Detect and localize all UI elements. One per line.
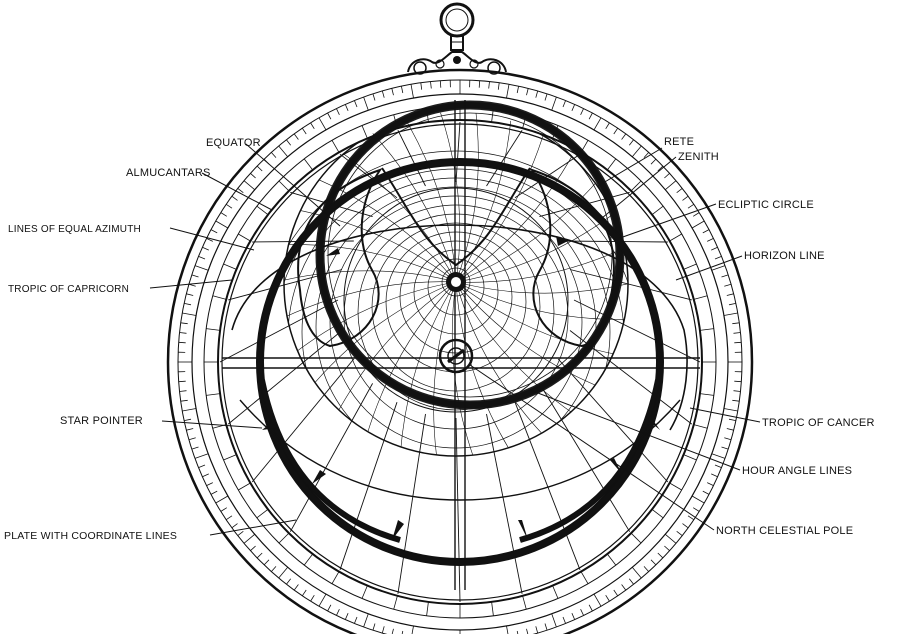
label-plate-coordinate-lines: PLATE WITH COORDINATE LINES	[4, 530, 177, 542]
rete	[222, 100, 700, 590]
label-horizon-line: HORIZON LINE	[744, 250, 825, 262]
suspension-ring	[441, 4, 473, 50]
label-tropic-cancer: TROPIC OF CANCER	[762, 417, 875, 429]
rete-center-cusp	[382, 168, 530, 265]
plate-coordinate-lines	[220, 112, 700, 602]
label-hour-angle-lines: HOUR ANGLE LINES	[742, 465, 852, 477]
zenith-hub	[446, 272, 466, 292]
label-almucantars: ALMUCANTARS	[126, 167, 211, 179]
label-rete: RETE	[664, 136, 694, 148]
label-north-celestial-pole: NORTH CELESTIAL POLE	[716, 525, 853, 537]
label-lines-equal-azimuth: LINES OF EQUAL AZIMUTH	[8, 224, 141, 235]
label-zenith: ZENITH	[678, 151, 719, 163]
north-celestial-pole-pin	[440, 340, 472, 372]
hour-scale-ticks	[204, 106, 716, 618]
label-tropic-capricorn: TROPIC OF CAPRICORN	[8, 284, 129, 295]
label-ecliptic-circle: ECLIPTIC CIRCLE	[718, 199, 814, 211]
tropic-of-capricorn-circle	[222, 124, 698, 600]
label-star-pointer: STAR POINTER	[60, 415, 143, 427]
label-equator: EQUATOR	[206, 137, 261, 149]
